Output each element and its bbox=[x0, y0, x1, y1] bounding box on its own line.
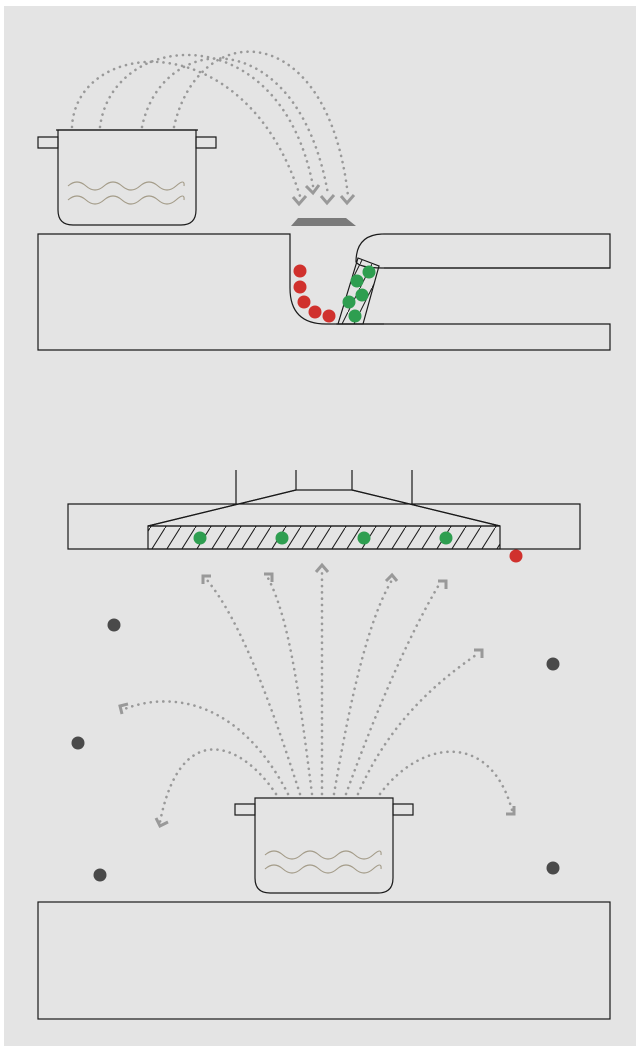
filtered-particle-icon bbox=[355, 288, 369, 302]
steam-arc bbox=[205, 578, 302, 796]
steam-arrow-icon bbox=[506, 806, 516, 816]
top-steam-arcs bbox=[70, 50, 356, 207]
steam-arrow-icon bbox=[314, 562, 330, 573]
filtered-particle-icon bbox=[348, 309, 362, 323]
grease-particle-icon bbox=[308, 305, 322, 319]
bottom-panel bbox=[37, 470, 611, 1020]
filtered-particle-icon bbox=[350, 274, 364, 288]
deflector-icon bbox=[291, 218, 356, 226]
hood bbox=[67, 470, 581, 563]
pot-icon bbox=[37, 129, 217, 226]
worktop-bottom bbox=[37, 901, 611, 1020]
grease-particle-icon bbox=[322, 309, 336, 323]
steam-arc bbox=[140, 57, 330, 196]
grease-particle-icon bbox=[509, 549, 523, 563]
steam-arc bbox=[266, 576, 314, 796]
steam-arrow-icon bbox=[474, 648, 484, 658]
pot-icon bbox=[234, 797, 414, 894]
water-wave bbox=[264, 850, 382, 860]
steam-arc bbox=[120, 700, 290, 796]
filtered-particle-icon bbox=[193, 531, 207, 545]
steam-arrow-icon bbox=[118, 702, 129, 715]
filtered-particle-icon bbox=[357, 531, 371, 545]
filtered-particle-icon bbox=[342, 295, 356, 309]
steam-arc bbox=[172, 50, 350, 198]
filtered-particle-icon bbox=[439, 531, 453, 545]
steam-arrow-icon bbox=[154, 817, 169, 829]
steam-arc bbox=[158, 748, 278, 824]
steam-arc bbox=[378, 750, 514, 812]
water-wave bbox=[67, 195, 185, 205]
steam-arrow-icon bbox=[438, 579, 448, 589]
filtered-particle-icon bbox=[362, 265, 376, 279]
steam-arc bbox=[98, 53, 315, 188]
airborne-particles bbox=[71, 618, 560, 882]
bottom-steam-arcs bbox=[118, 562, 516, 829]
grease-particle-icon bbox=[297, 295, 311, 309]
grease-particle-icon bbox=[293, 280, 307, 294]
filtered-particle-icon bbox=[275, 531, 289, 545]
water-wave bbox=[67, 181, 185, 191]
airborne-particle-icon bbox=[71, 736, 85, 750]
filtered-particles-top bbox=[342, 265, 376, 323]
grease-particle-icon bbox=[293, 264, 307, 278]
top-panel bbox=[37, 50, 611, 351]
airborne-particle-icon bbox=[546, 861, 560, 875]
filter-icon bbox=[147, 525, 501, 550]
steam-arrow-icon bbox=[304, 184, 321, 196]
steam-arrow-icon bbox=[384, 572, 399, 583]
airborne-particle-icon bbox=[93, 868, 107, 882]
steam-arrow-icon bbox=[291, 195, 308, 207]
grease-particles-top bbox=[293, 264, 336, 323]
airborne-particle-icon bbox=[546, 657, 560, 671]
steam-arrow-icon bbox=[319, 194, 336, 206]
airborne-particle-icon bbox=[107, 618, 121, 632]
steam-arc bbox=[344, 581, 442, 796]
steam-arrow-icon bbox=[339, 194, 356, 206]
steam-arrow-icon bbox=[264, 572, 274, 582]
steam-arrow-icon bbox=[201, 574, 211, 584]
water-wave bbox=[264, 864, 382, 874]
